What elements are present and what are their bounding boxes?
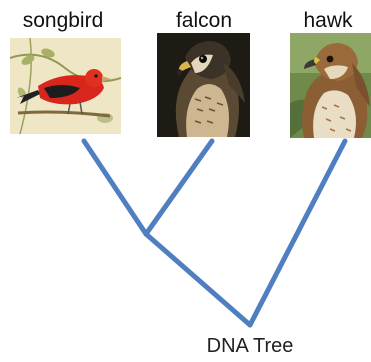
leaf-label-falcon: falcon (175, 9, 233, 32)
branch-hawk (247, 138, 348, 328)
falcon-image (157, 33, 250, 137)
branch-falcon (143, 138, 215, 237)
tree-caption: DNA Tree (206, 335, 294, 357)
branch-songbird (81, 138, 149, 237)
songbird-image (10, 38, 121, 134)
leaf-label-hawk: hawk (303, 9, 353, 32)
hawk-image (290, 33, 371, 138)
leaf-label-songbird: songbird (22, 9, 104, 32)
branch-inner-to-root (143, 231, 253, 328)
